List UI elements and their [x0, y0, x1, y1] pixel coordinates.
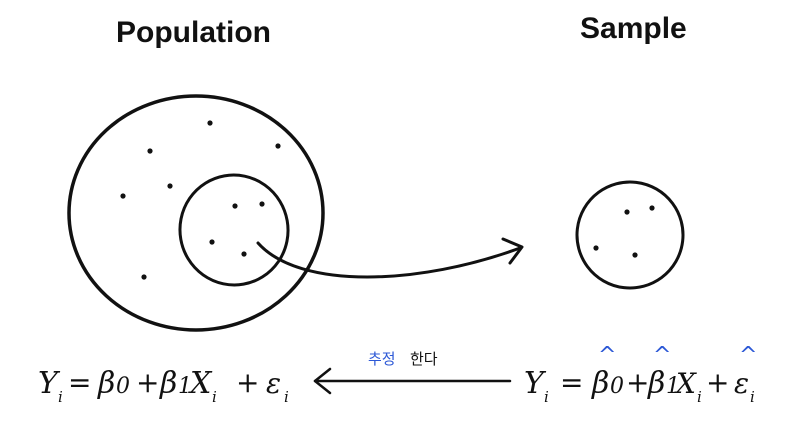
- est-epsilon-sub: i: [750, 388, 755, 406]
- sample-title: Sample: [580, 12, 687, 45]
- sample-point: [593, 245, 599, 251]
- est-x-sub: i: [697, 388, 702, 406]
- population-point: [275, 143, 281, 149]
- hat-epsilon: ^: [739, 343, 757, 368]
- est-y-sub: i: [544, 388, 549, 406]
- sampling-arrow: [256, 241, 522, 279]
- hat-beta1: ^: [653, 343, 671, 368]
- eq-epsilon-sub: i: [284, 388, 289, 406]
- population-point: [120, 193, 126, 199]
- inner-sample-circle: [178, 173, 290, 287]
- eq-x: X: [188, 366, 213, 401]
- eq-beta0: β: [97, 366, 115, 401]
- sample-circle: [575, 180, 685, 290]
- hat-beta0: ^: [598, 343, 616, 368]
- eq-beta1-sub: 1: [178, 374, 192, 399]
- estimation-arrow-head: [313, 367, 332, 395]
- sample-points: [593, 205, 655, 258]
- estimation-arrow: [313, 367, 512, 395]
- est-beta0-sub: 0: [610, 374, 624, 399]
- sample-point: [649, 205, 655, 211]
- population-title: Population: [116, 16, 271, 49]
- eq-epsilon: ε: [266, 367, 281, 400]
- eq-plus-2: +: [236, 366, 259, 399]
- est-plus-1: +: [626, 366, 649, 399]
- inner-sample-point: [241, 251, 247, 257]
- estimation-label-black: 한다: [410, 350, 438, 368]
- est-beta1: β: [647, 366, 665, 401]
- eq-beta0-sub: 0: [116, 374, 130, 399]
- inner-sample-point: [232, 203, 238, 209]
- eq-beta1: β: [159, 366, 177, 401]
- est-y: Y: [524, 366, 547, 401]
- population-point: [141, 274, 147, 280]
- eq-plus-1: +: [136, 366, 159, 399]
- sampling-arrow-head: [501, 237, 524, 265]
- eq-equals: =: [68, 366, 91, 399]
- population-point: [207, 120, 213, 126]
- sample-point: [624, 209, 630, 215]
- est-plus-2: +: [706, 366, 729, 399]
- population-point: [147, 148, 153, 154]
- eq-x-sub: i: [212, 388, 217, 406]
- population-model-equation: Y i = β 0 + β 1 X i + ε i: [38, 366, 289, 406]
- sample-point: [632, 252, 638, 258]
- est-equals: =: [560, 366, 583, 399]
- eq-y-sub: i: [58, 388, 63, 406]
- est-beta1-sub: 1: [666, 374, 680, 399]
- inner-sample-points: [209, 201, 265, 257]
- inner-sample-point: [209, 239, 215, 245]
- est-beta0: β: [591, 366, 609, 401]
- population-points: [120, 120, 281, 280]
- eq-y: Y: [38, 366, 61, 401]
- est-epsilon: ε: [734, 367, 749, 400]
- population-point: [167, 183, 173, 189]
- inner-sample-point: [259, 201, 265, 207]
- estimation-label-blue: 추정: [368, 350, 396, 368]
- population-circle: [67, 94, 325, 332]
- sample-model-equation: Y i = β 0 + β 1 X i + ε i ^ ^ ^: [524, 343, 757, 406]
- est-x: X: [674, 367, 697, 400]
